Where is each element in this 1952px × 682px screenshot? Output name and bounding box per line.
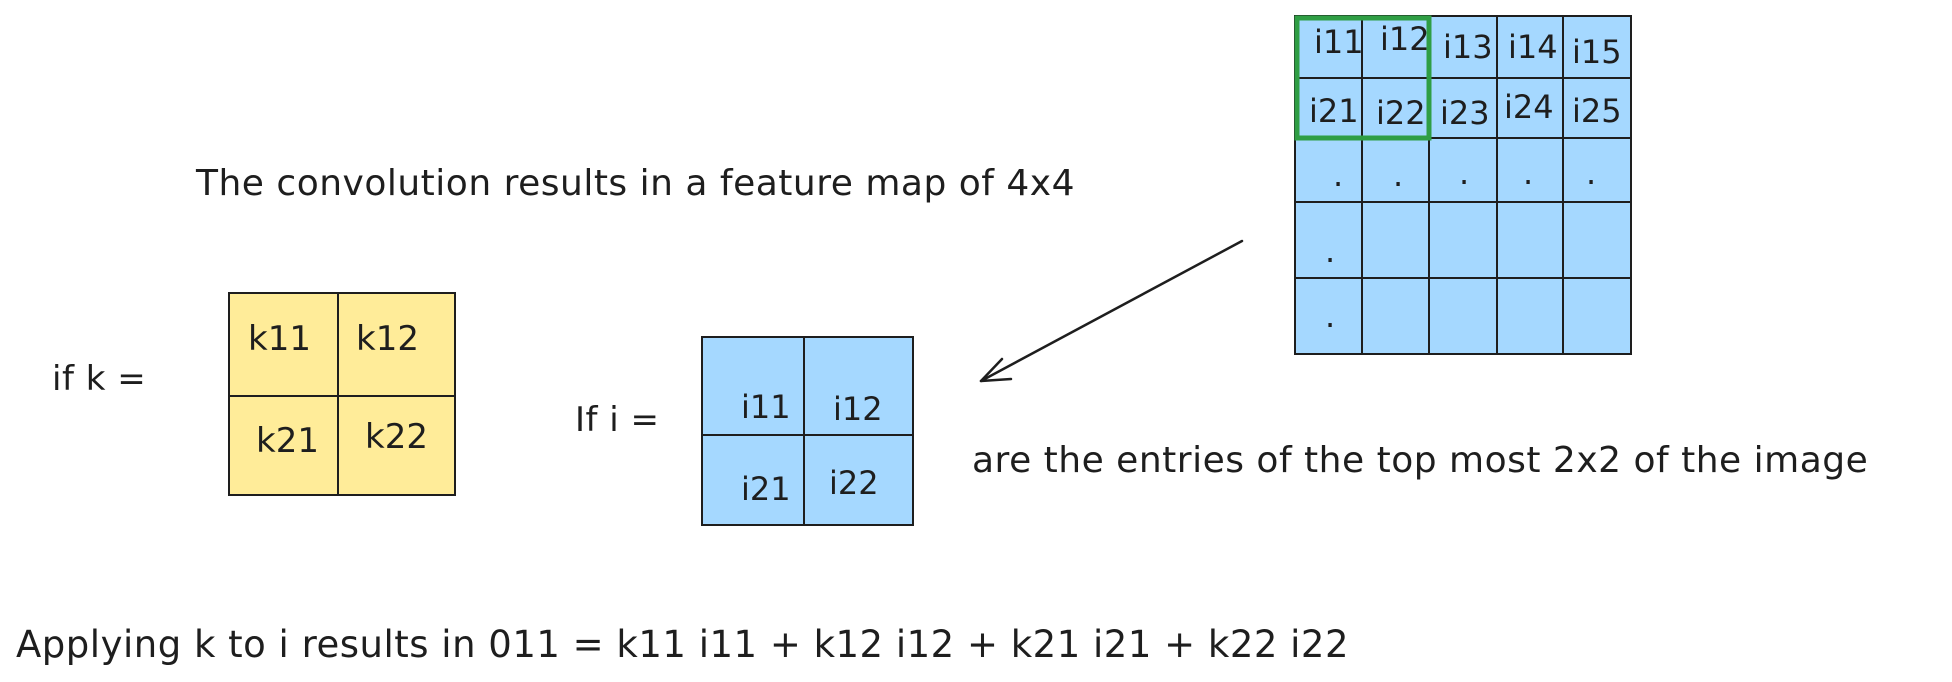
- patch-matrix-fill: [701, 336, 914, 526]
- convolution-formula: Applying k to i results in 011 = k11 i11…: [16, 623, 1350, 666]
- patch-cell: i21: [741, 470, 791, 508]
- grid-cell: .: [1333, 156, 1343, 194]
- grid-cell: i12: [1380, 20, 1430, 58]
- grid-cell: i23: [1440, 94, 1490, 132]
- grid-cell: .: [1586, 154, 1596, 192]
- image-grid: i11 i12 i13 i14 i15 i21 i22 i23 i24 i25 …: [1294, 15, 1632, 355]
- patch-cell: i22: [829, 464, 879, 502]
- kernel-cell: k11: [248, 319, 311, 359]
- grid-cell: .: [1523, 154, 1533, 192]
- headline-text: The convolution results in a feature map…: [196, 163, 1075, 204]
- arrow-icon: [979, 239, 1244, 383]
- kernel-label: if k =: [52, 359, 147, 399]
- kernel-matrix-fill: [228, 292, 456, 496]
- highlight-window: [1294, 15, 1432, 141]
- kernel-cell: k21: [256, 421, 319, 461]
- image-grid-fill: [1294, 15, 1632, 355]
- grid-cell: i14: [1508, 28, 1558, 66]
- grid-cell: i13: [1443, 28, 1493, 66]
- grid-cell: i22: [1376, 94, 1426, 132]
- entries-note-text: are the entries of the top most 2x2 of t…: [972, 440, 1869, 481]
- patch-cell: i12: [833, 390, 883, 428]
- grid-cell: .: [1459, 154, 1469, 192]
- kernel-matrix: k11 k12 k21 k22: [228, 292, 456, 496]
- kernel-cell: k22: [365, 417, 428, 457]
- kernel-cell: k12: [356, 319, 419, 359]
- patch-label: If i =: [575, 400, 660, 440]
- grid-cell: .: [1325, 232, 1335, 270]
- grid-cell: .: [1393, 156, 1403, 194]
- grid-cell: i15: [1572, 33, 1622, 71]
- grid-cell: .: [1325, 297, 1335, 335]
- patch-cell: i11: [741, 388, 791, 426]
- grid-cell: i24: [1504, 88, 1554, 126]
- grid-cell: i25: [1572, 92, 1622, 130]
- patch-matrix: i11 i12 i21 i22: [701, 336, 914, 526]
- grid-cell: i21: [1309, 92, 1359, 130]
- grid-cell: i11: [1314, 23, 1364, 61]
